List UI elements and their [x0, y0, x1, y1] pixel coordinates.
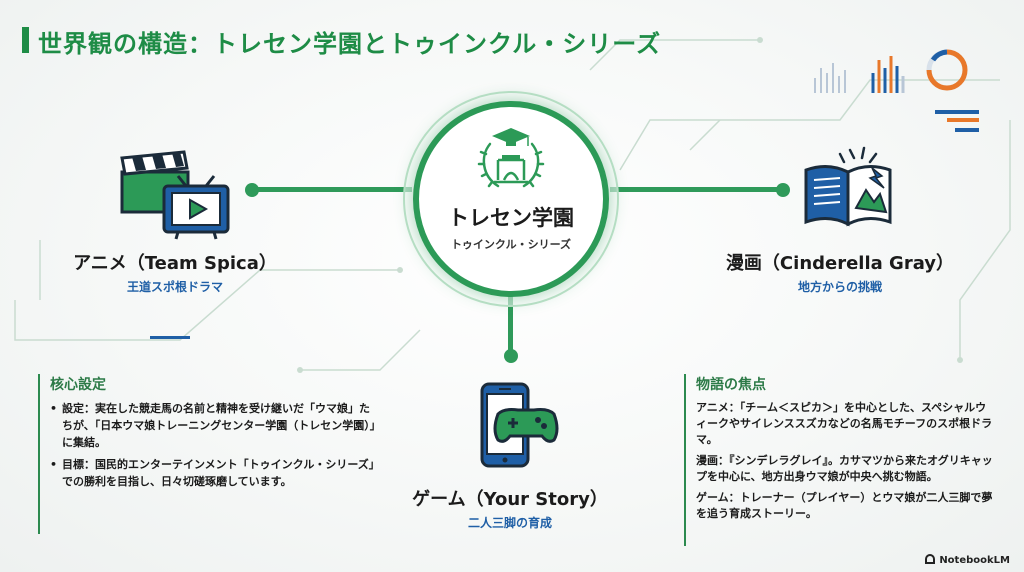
story-focus-item: 漫画：『シンデレラグレイ』。カサマツから来たオグリキャップを中心に、地方出身ウマ… [696, 454, 993, 483]
anime-subtitle: 王道スポ根ドラマ [126, 280, 223, 294]
manga-subtitle: 地方からの挑戦 [797, 280, 882, 294]
game-title: ゲーム（Your Story） [412, 489, 608, 510]
story-focus-item: アニメ：「チーム＜スピカ＞」を中心とした、スペシャルウィークやサイレンススズカな… [696, 401, 993, 446]
core-settings-item: 設定：実在した競走馬の名前と精神を受け継いだ「ウマ娘」たちが、「日本ウマ娘トレー… [50, 400, 378, 451]
smartphone-gamepad-icon [480, 382, 559, 468]
hub-title: トレセン学園 [448, 206, 574, 230]
story-focus-box: 物語の焦点 アニメ：「チーム＜スピカ＞」を中心とした、スペシャルウィークやサイレ… [684, 374, 994, 546]
core-settings-item: 目標：国民的エンターテインメント「トゥインクル・シリーズ」での勝利を目指し、日々… [50, 456, 378, 490]
clapperboard-tv-icon [120, 150, 230, 240]
core-settings-box: 核心設定 設定：実在した競走馬の名前と精神を受け継いだ「ウマ娘」たちが、「日本ウ… [38, 374, 378, 534]
title-accent-bar [22, 27, 29, 53]
connector-right [610, 187, 782, 192]
notebooklm-watermark: NotebookLM [925, 554, 1010, 566]
decorative-charts [814, 49, 979, 132]
academy-crest-icon [477, 128, 545, 188]
brand-label: NotebookLM [939, 555, 1010, 566]
manga-title: 漫画（Cinderella Gray） [725, 253, 955, 274]
connector-bottom [508, 296, 513, 356]
open-book-icon [804, 146, 892, 227]
connector-left [252, 187, 412, 192]
story-focus-item: ゲーム：トレーナー（プレイヤー）とウマ娘が二人三脚で夢を追う育成ストーリー。 [696, 491, 993, 520]
connector-dot-right [776, 183, 790, 197]
core-settings-heading: 核心設定 [50, 377, 106, 393]
story-focus-heading: 物語の焦点 [696, 377, 766, 393]
anime-title: アニメ（Team Spica） [73, 253, 277, 274]
notebooklm-logo-icon [925, 554, 936, 564]
game-subtitle: 二人三脚の育成 [467, 516, 552, 530]
hub-subtitle: トゥインクル・シリーズ [450, 238, 572, 251]
page-title: 世界観の構造：トレセン学園とトゥインクル・シリーズ [38, 30, 662, 58]
connector-dot-left [245, 183, 259, 197]
connector-dot-bottom [504, 349, 518, 363]
